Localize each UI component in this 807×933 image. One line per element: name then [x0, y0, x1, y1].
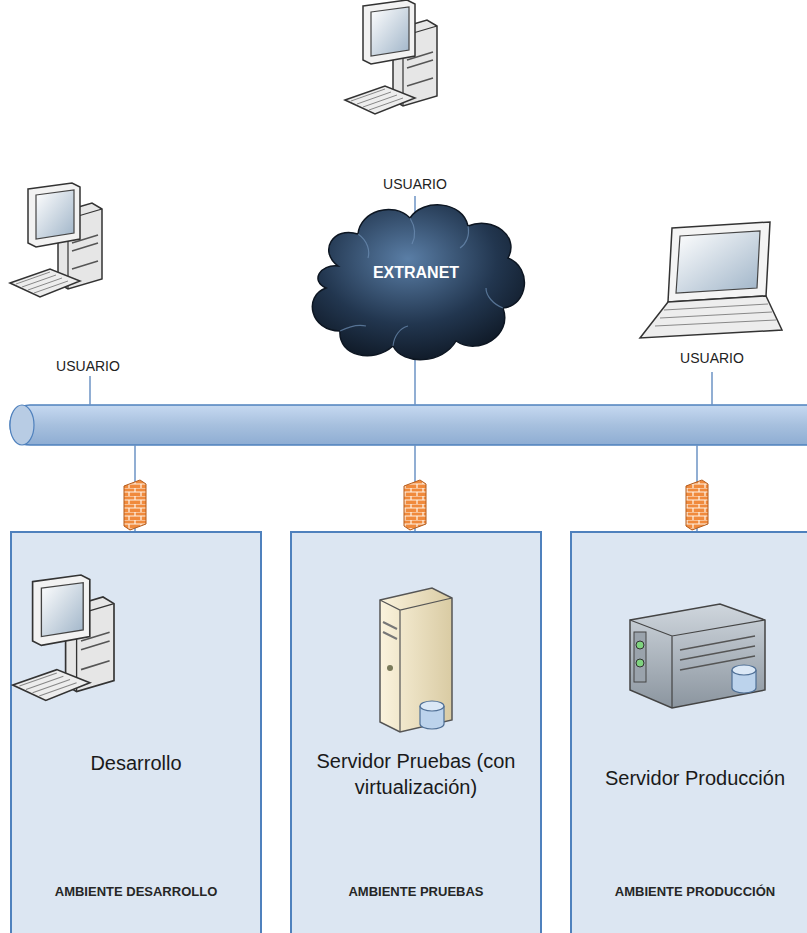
environment-title: AMBIENTE PRUEBAS [332, 883, 500, 900]
environment-title: AMBIENTE PRODUCCIÓN [612, 883, 778, 900]
equipment-name: Servidor Pruebas (con virtualización) [306, 748, 526, 800]
environment-title: AMBIENTE DESARROLLO [52, 883, 220, 900]
cloud-shape [298, 196, 534, 368]
environment-panel: Servidor Pruebas (con virtualización) AMB… [290, 531, 542, 933]
environment-panel: Servidor ProducciónAMBIENTE PRODUCCIÓN [570, 531, 807, 933]
user-label: USUARIO [56, 358, 120, 374]
extranet-cloud: EXTRANET [298, 196, 534, 368]
user-label: USUARIO [680, 350, 744, 366]
user-label: USUARIO [383, 176, 447, 192]
equipment-name: Desarrollo [26, 750, 246, 776]
environment-panel: DesarrolloAMBIENTE DESARROLLO [10, 531, 262, 933]
cloud-label: EXTRANET [298, 264, 534, 282]
equipment-name: Servidor Producción [586, 765, 804, 791]
